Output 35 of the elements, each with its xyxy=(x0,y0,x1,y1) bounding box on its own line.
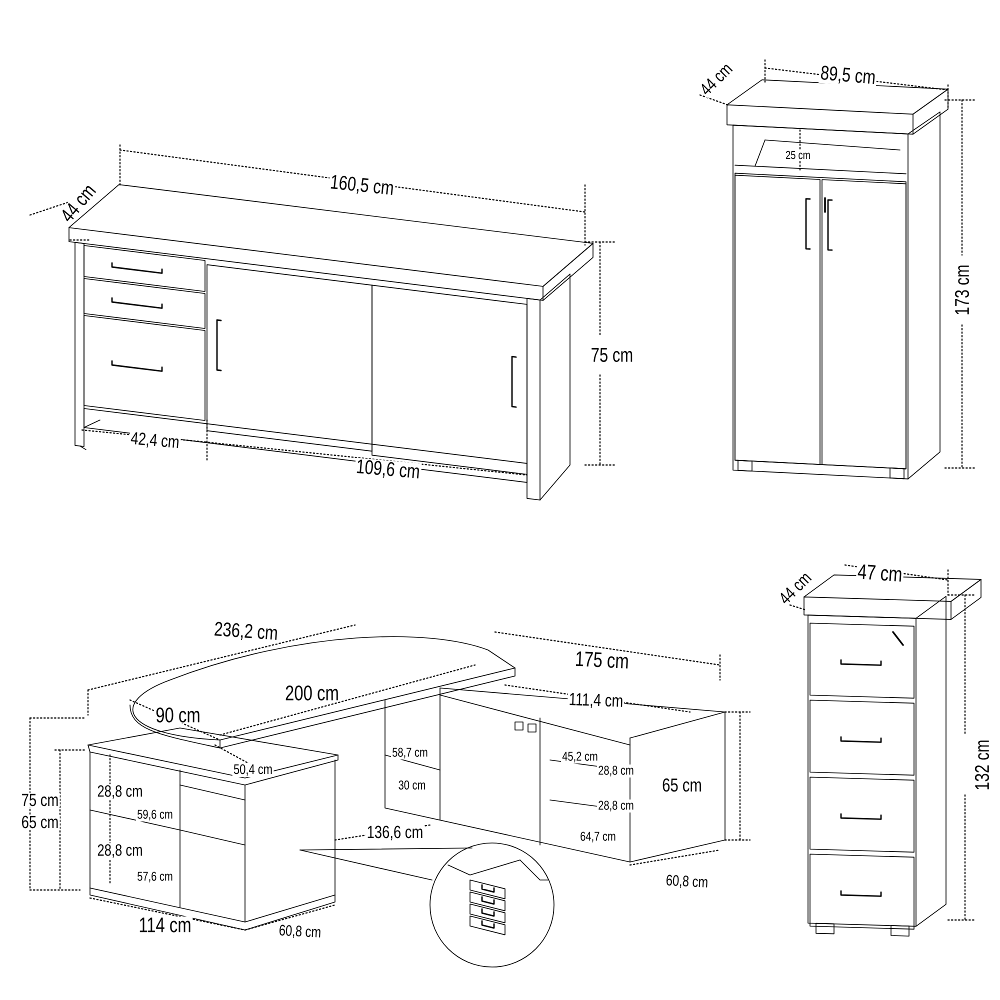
dimension-label: 109,6 cm xyxy=(354,458,422,482)
dimension-label: 42,4 cm xyxy=(128,430,182,452)
dimension-label: 75 cm xyxy=(20,792,60,808)
dimension-label: 89,5 cm xyxy=(818,64,878,88)
dimension-label: 44 cm xyxy=(57,180,99,226)
dimension-label: 30 cm xyxy=(397,779,427,791)
dimension-label: 136,6 cm xyxy=(366,824,424,842)
dimension-label: 65 cm xyxy=(660,777,704,793)
dimension-label: 200 cm xyxy=(284,684,340,702)
dimension-label: 28,8 cm xyxy=(96,784,144,800)
dimension-label: 44 cm xyxy=(696,60,736,98)
dimension-label: 60,8 cm xyxy=(277,923,323,941)
dimension-label: 236,2 cm xyxy=(212,620,280,644)
dimension-label: 25 cm xyxy=(784,150,812,160)
dimension-label: 44 cm xyxy=(776,568,814,608)
dimension-label: 90 cm xyxy=(154,706,202,724)
dimension-label: 160,5 cm xyxy=(328,173,396,199)
dimension-label: 59,6 cm xyxy=(136,808,174,822)
dimension-label: 114 cm xyxy=(137,916,193,934)
dimension-label: 75 cm xyxy=(590,346,634,364)
dimension-label: 28,8 cm xyxy=(596,764,636,778)
dimension-label: 64,7 cm xyxy=(578,830,618,844)
dimension-label: 132 cm xyxy=(974,738,990,792)
dimension-label: 50,4 cm xyxy=(232,763,274,777)
dimension-label: 47 cm xyxy=(856,562,904,584)
dimension-label: 28,8 cm xyxy=(96,843,144,859)
dimension-label: 28,8 cm xyxy=(596,800,636,812)
dimension-label: 57,6 cm xyxy=(136,870,174,884)
dimension-label: 58,7 cm xyxy=(390,746,430,760)
dimension-label: 111,4 cm xyxy=(567,692,625,710)
dimension-label: 60,8 cm xyxy=(664,873,710,891)
dimension-label: 173 cm xyxy=(954,263,970,317)
dimension-label: 175 cm xyxy=(573,650,631,670)
dimension-label: 45,2 cm xyxy=(560,750,600,764)
dimension-label: 65 cm xyxy=(20,814,60,830)
